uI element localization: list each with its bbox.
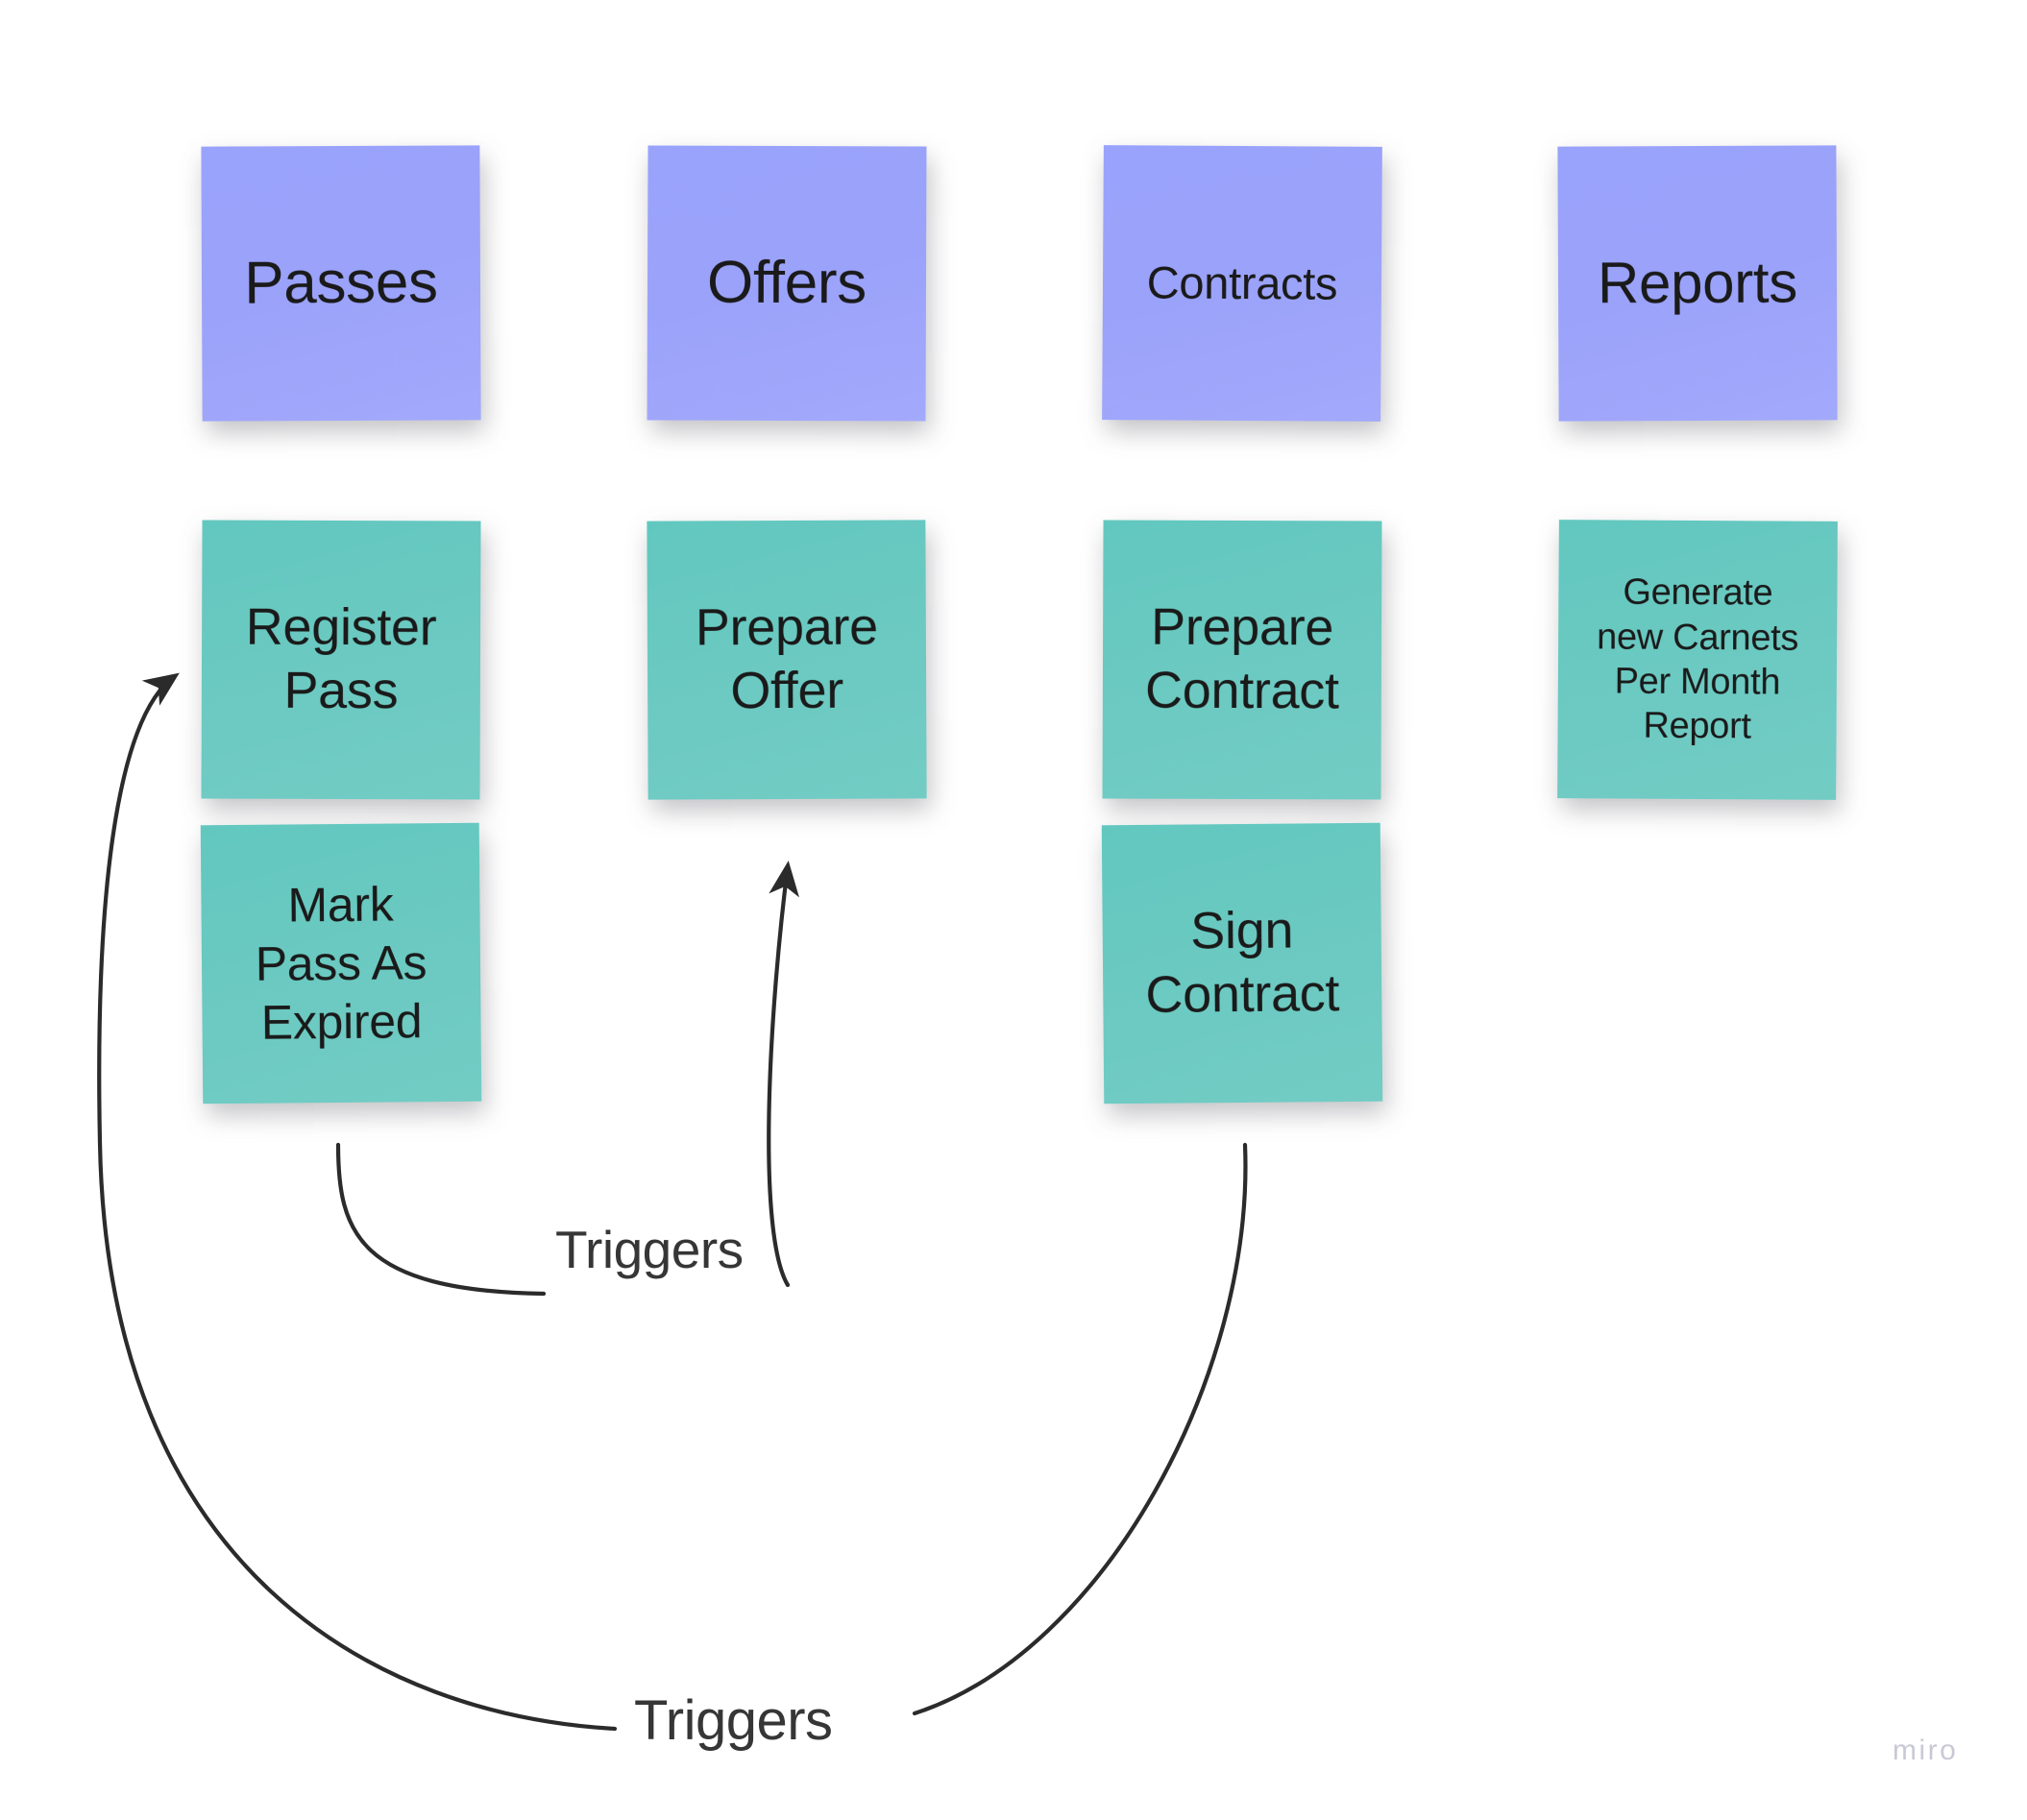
sticky-note-prepare-contract[interactable]: Prepare Contract bbox=[1102, 520, 1382, 800]
sticky-note-label: Mark Pass As Expired bbox=[255, 877, 427, 1050]
sticky-note-register-pass[interactable]: Register Pass bbox=[201, 520, 481, 800]
sticky-note-label: Offers bbox=[706, 249, 867, 317]
sticky-note-label: Reports bbox=[1597, 250, 1798, 316]
sticky-note-label: Register Pass bbox=[245, 597, 437, 720]
sticky-note-generate-new-carnets-per-month-report[interactable]: Generate new Carnets Per Month Report bbox=[1557, 520, 1838, 800]
sticky-note-mark-pass-as-expired[interactable]: Mark Pass As Expired bbox=[200, 822, 482, 1104]
sticky-note-sign-contract[interactable]: Sign Contract bbox=[1101, 822, 1383, 1104]
sticky-note-label: Generate new Carnets Per Month Report bbox=[1597, 571, 1799, 747]
connector-label-triggers-register: Triggers bbox=[634, 1689, 833, 1752]
connector-label-triggers-offer: Triggers bbox=[555, 1220, 744, 1279]
connector-segment-head bbox=[767, 861, 799, 1288]
connector-segment-tail bbox=[912, 1142, 1248, 1716]
miro-logo: miro bbox=[1893, 1735, 1959, 1766]
sticky-note-reports-header[interactable]: Reports bbox=[1557, 145, 1838, 422]
sticky-note-label: Contracts bbox=[1146, 256, 1338, 309]
sticky-note-label: Prepare Offer bbox=[695, 597, 878, 720]
connector-segment-tail bbox=[335, 1142, 547, 1297]
sticky-note-label: Sign Contract bbox=[1145, 901, 1340, 1024]
sticky-note-label: Passes bbox=[244, 249, 438, 317]
sticky-note-offers-header[interactable]: Offers bbox=[647, 145, 927, 422]
sticky-note-contracts-header[interactable]: Contracts bbox=[1102, 145, 1382, 422]
sticky-note-label: Prepare Contract bbox=[1144, 597, 1339, 720]
sticky-note-passes-header[interactable]: Passes bbox=[201, 145, 481, 422]
sticky-note-prepare-offer[interactable]: Prepare Offer bbox=[647, 520, 927, 800]
